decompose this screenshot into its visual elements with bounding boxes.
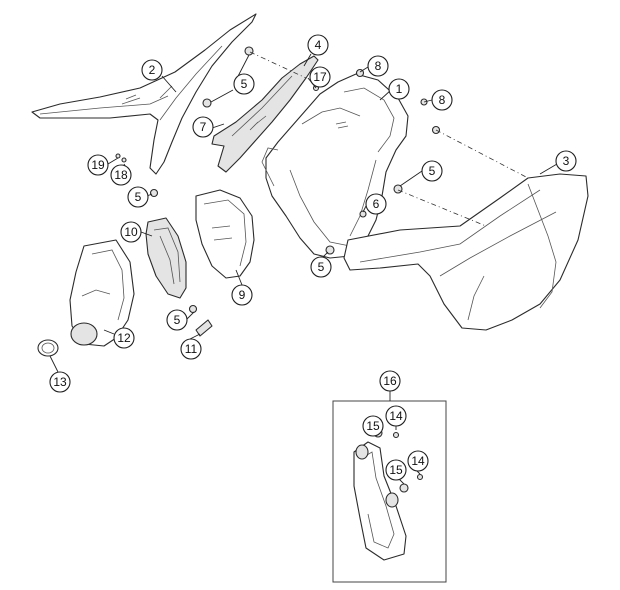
svg-text:1: 1: [396, 82, 403, 96]
svg-text:14: 14: [411, 454, 425, 468]
part-clamp: [37, 339, 59, 357]
part-side-panel-right: [343, 173, 589, 331]
svg-text:5: 5: [135, 190, 142, 204]
callout-5-lower: 5: [166, 309, 188, 331]
svg-text:14: 14: [389, 409, 403, 423]
callout-11: 11: [180, 338, 202, 360]
callout-18: 18: [110, 164, 132, 186]
callout-10: 10: [120, 221, 142, 243]
callout-4: 4: [307, 34, 329, 56]
callout-8-top: 8: [367, 55, 389, 77]
svg-text:8: 8: [439, 93, 446, 107]
svg-text:13: 13: [53, 375, 67, 389]
part-side-bracket: [211, 55, 319, 173]
callout-12: 12: [113, 327, 135, 349]
inset-box-16: [332, 400, 447, 583]
callout-13: 13: [49, 371, 71, 393]
svg-text:17: 17: [313, 70, 327, 84]
callout-5-left: 5: [127, 186, 149, 208]
callout-1: 1: [388, 78, 410, 100]
svg-text:19: 19: [91, 158, 105, 172]
callout-5-airbox: 5: [310, 256, 332, 278]
callout-5-upper: 5: [233, 73, 255, 95]
svg-text:4: 4: [315, 38, 322, 52]
callout-9: 9: [231, 284, 253, 306]
callout-3: 3: [555, 150, 577, 172]
svg-text:5: 5: [429, 164, 436, 178]
callout-15-upper: 15: [362, 415, 384, 437]
svg-text:8: 8: [375, 59, 382, 73]
svg-text:5: 5: [318, 260, 325, 274]
svg-text:16: 16: [383, 374, 397, 388]
callout-14-upper: 14: [385, 405, 407, 427]
svg-text:10: 10: [124, 225, 138, 239]
callout-14-lower: 14: [407, 450, 429, 472]
callout-5-right: 5: [421, 160, 443, 182]
svg-text:5: 5: [174, 313, 181, 327]
svg-text:15: 15: [366, 419, 380, 433]
callout-17: 17: [309, 66, 331, 88]
svg-text:18: 18: [114, 168, 128, 182]
assembly-lines: [249, 51, 529, 227]
svg-text:2: 2: [149, 63, 156, 77]
callout-6: 6: [365, 193, 387, 215]
part-intake-boot: [69, 239, 135, 347]
svg-text:7: 7: [200, 120, 207, 134]
svg-text:5: 5: [241, 77, 248, 91]
part-side-panel-left: [31, 13, 257, 175]
svg-text:3: 3: [563, 154, 570, 168]
svg-text:11: 11: [185, 342, 198, 356]
callouts: 1 2 3 4 5 5 5 5 5 6 7 8 8 9 10 11 12 13 …: [49, 34, 577, 481]
svg-text:15: 15: [389, 463, 403, 477]
svg-text:12: 12: [117, 331, 131, 345]
fasteners: [115, 46, 441, 337]
callout-8-right: 8: [431, 89, 453, 111]
part-air-filter: [195, 189, 255, 279]
callout-7: 7: [192, 116, 214, 138]
callout-19: 19: [87, 154, 109, 176]
svg-text:6: 6: [373, 197, 380, 211]
callout-15-lower: 15: [385, 459, 407, 481]
callout-2: 2: [141, 59, 163, 81]
part-filter-cage: [145, 217, 187, 299]
callout-16: 16: [379, 370, 401, 392]
svg-text:9: 9: [239, 288, 246, 302]
